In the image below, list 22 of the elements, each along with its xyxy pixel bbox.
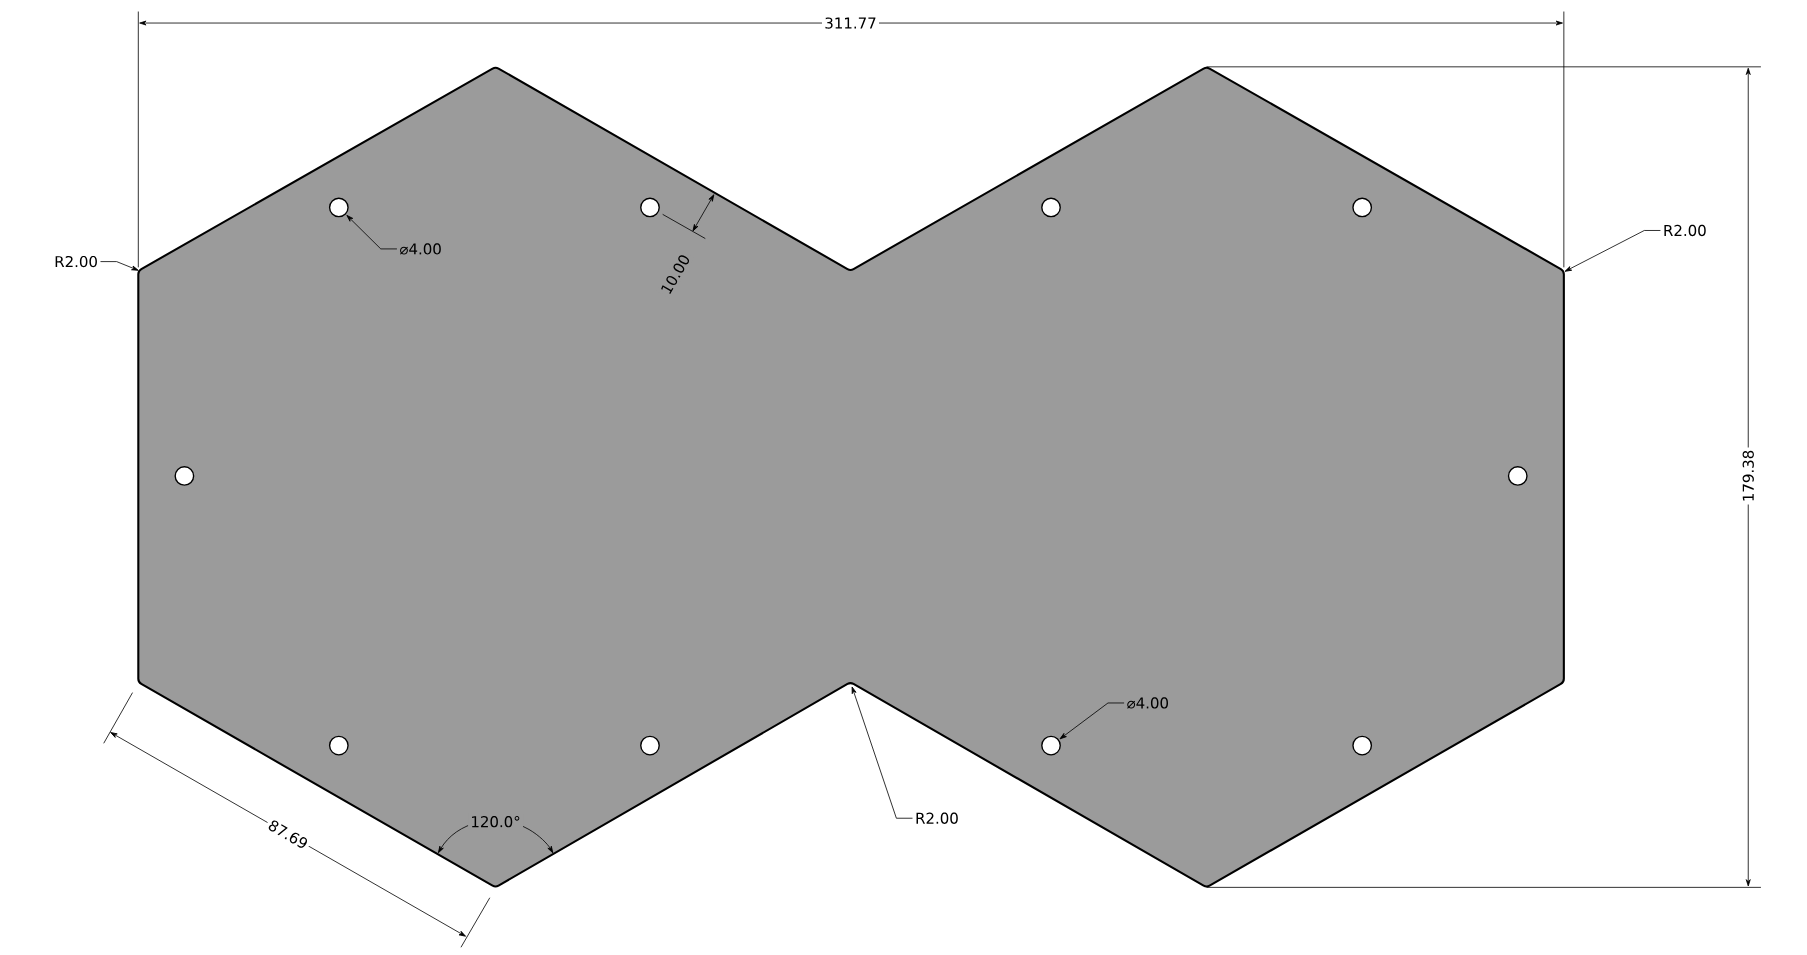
hole [1041,197,1061,218]
hole [328,735,349,756]
hole [640,735,660,756]
leader-line [1059,702,1125,740]
leader-line [346,214,398,250]
hole [1041,735,1061,756]
callout-label: ⌀4.00 [1127,697,1168,709]
hole [640,197,660,218]
hole [1507,465,1528,486]
leader-line [100,261,139,271]
hole [174,465,195,486]
hole [328,197,349,218]
dimension-label: 179.38 [1740,447,1757,505]
callout-label: R2.00 [55,255,97,268]
hole [1352,197,1373,218]
callout-label: R2.00 [1664,224,1706,236]
leader-line [1564,229,1661,272]
leader-line [851,686,913,819]
callout-label: R2.00 [916,812,958,824]
dimension-label: 311.77 [822,14,879,31]
callout-label: ⌀4.00 [400,243,441,255]
hole [1352,735,1373,756]
